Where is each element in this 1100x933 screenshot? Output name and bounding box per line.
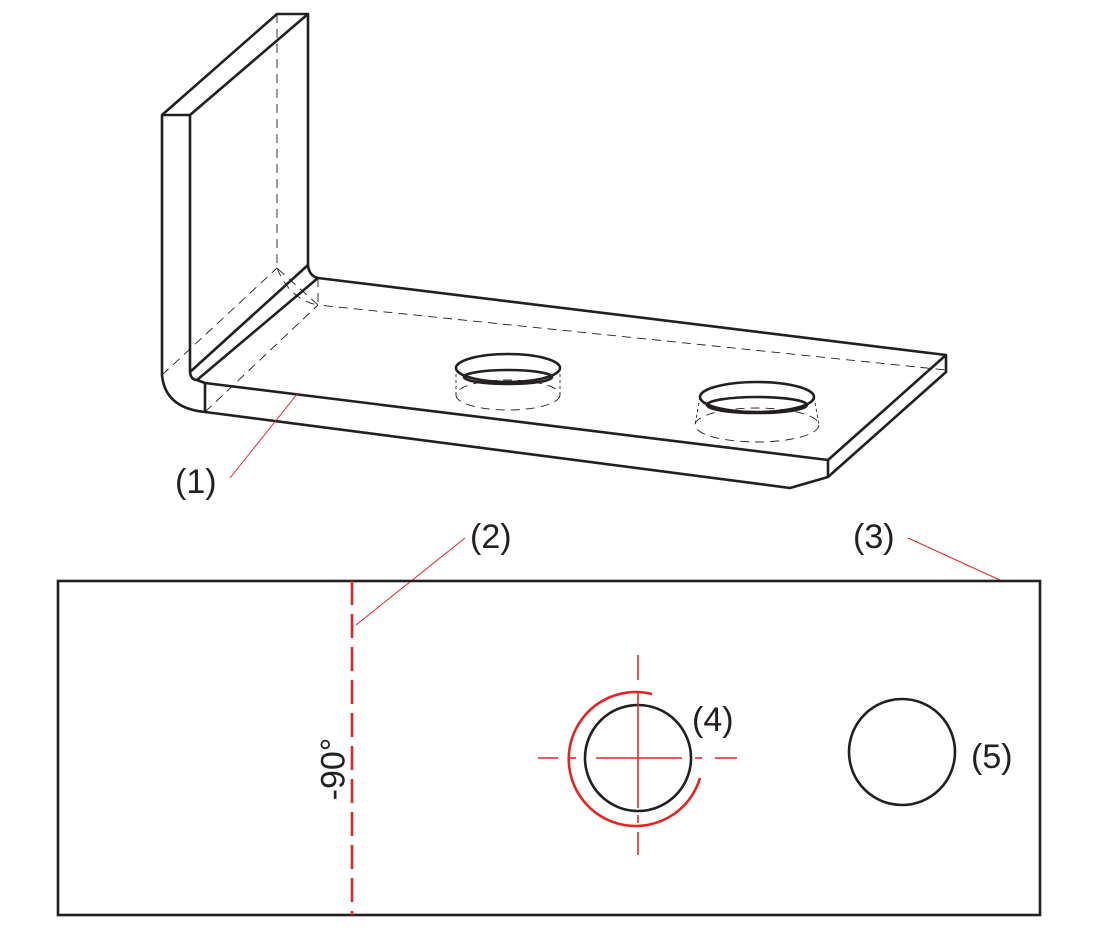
leader-lines [229,392,1003,626]
bend-line-1 [189,264,309,373]
isometric-part [160,12,948,490]
hole-1-inner [462,368,554,386]
plate-thickness-edges [203,383,830,477]
flat-pattern-outline [56,579,1042,917]
callout-4: (4) [692,701,734,739]
flange-outline [160,12,948,490]
hole-4-arc [567,690,702,828]
hole-2-inner [705,395,809,415]
hole-1-top [454,352,562,384]
callout-5: (5) [971,738,1013,776]
callout-1: (1) [175,463,217,501]
hole-5-circle [847,697,957,807]
hidden-lines [161,14,947,443]
hole-4-centerlines [538,655,737,855]
bend-line-2 [196,277,319,381]
callout-3: (3) [853,518,895,556]
plate-front-edge [196,354,947,462]
flange-top-edge [162,13,309,117]
bend-angle-label: -90° [314,737,353,801]
hole-4 [538,655,737,855]
flange-inner-edge [188,115,198,382]
callout-2: (2) [470,518,512,556]
